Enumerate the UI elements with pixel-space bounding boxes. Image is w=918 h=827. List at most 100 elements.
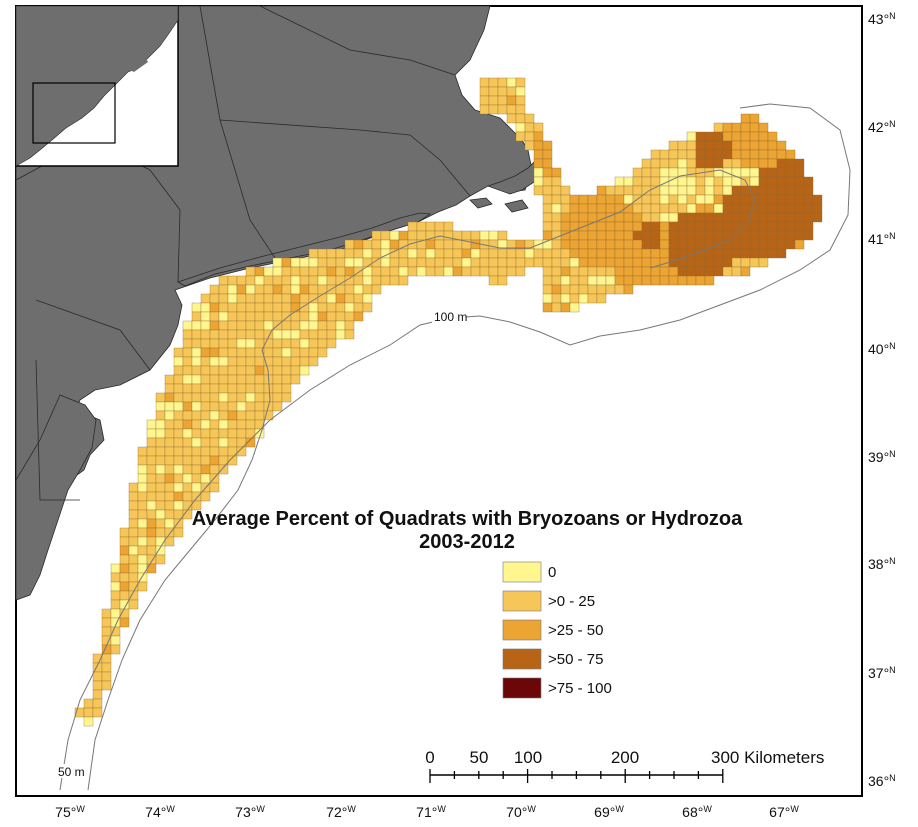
survey-cell xyxy=(767,131,778,142)
survey-cell xyxy=(533,131,544,142)
survey-cell xyxy=(389,257,400,268)
survey-cell xyxy=(749,176,760,187)
survey-cell xyxy=(731,131,742,142)
survey-cell xyxy=(686,203,697,214)
survey-cell xyxy=(659,185,670,196)
survey-cell xyxy=(110,608,121,619)
survey-cell xyxy=(749,257,760,268)
survey-cell xyxy=(542,212,553,223)
survey-cell xyxy=(200,320,211,331)
survey-cell xyxy=(686,176,697,187)
survey-cell xyxy=(605,275,616,286)
survey-cell xyxy=(362,302,373,313)
survey-cell xyxy=(641,176,652,187)
survey-cell xyxy=(704,275,715,286)
survey-cell xyxy=(191,338,202,349)
survey-cell xyxy=(263,275,274,286)
survey-cell xyxy=(245,284,256,295)
survey-cell xyxy=(632,212,643,223)
longitude-label: 67°W xyxy=(769,804,799,820)
survey-cell xyxy=(290,320,301,331)
survey-cell xyxy=(326,329,337,340)
survey-cell xyxy=(524,140,535,151)
survey-cell xyxy=(452,266,463,277)
survey-cell xyxy=(803,212,814,223)
survey-cell xyxy=(794,185,805,196)
survey-cell xyxy=(344,266,355,277)
survey-cell xyxy=(695,149,706,160)
survey-cell xyxy=(641,239,652,250)
survey-cell xyxy=(254,365,265,376)
survey-cell xyxy=(173,527,184,538)
survey-cell xyxy=(245,266,256,277)
survey-cell xyxy=(335,266,346,277)
survey-cell xyxy=(650,203,661,214)
survey-cell xyxy=(308,311,319,322)
survey-cell xyxy=(542,257,553,268)
survey-cell xyxy=(713,149,724,160)
survey-cell xyxy=(272,257,283,268)
survey-cell xyxy=(254,401,265,412)
survey-cell xyxy=(344,293,355,304)
survey-cell xyxy=(218,410,229,421)
survey-cell xyxy=(182,383,193,394)
survey-cell xyxy=(578,257,589,268)
survey-cell xyxy=(776,167,787,178)
survey-cell xyxy=(560,266,571,277)
survey-cell xyxy=(749,140,760,151)
survey-cell xyxy=(290,293,301,304)
survey-cell xyxy=(191,401,202,412)
survey-cell xyxy=(497,86,508,97)
survey-cell xyxy=(740,203,751,214)
survey-cell xyxy=(551,185,562,196)
survey-cell xyxy=(641,203,652,214)
survey-cell xyxy=(398,248,409,259)
survey-cell xyxy=(281,302,292,313)
survey-cell xyxy=(290,365,301,376)
survey-cell xyxy=(173,455,184,466)
survey-cell xyxy=(668,203,679,214)
survey-cell xyxy=(776,176,787,187)
survey-cell xyxy=(470,257,481,268)
survey-cell xyxy=(677,140,688,151)
survey-cell xyxy=(353,257,364,268)
survey-cell xyxy=(776,230,787,241)
survey-cell xyxy=(479,248,490,259)
survey-cell xyxy=(308,320,319,331)
survey-cell xyxy=(470,248,481,259)
survey-cell xyxy=(209,365,220,376)
survey-cell xyxy=(596,284,607,295)
survey-cell xyxy=(587,293,598,304)
survey-cell xyxy=(524,248,535,259)
survey-cell xyxy=(749,131,760,142)
survey-cell xyxy=(263,284,274,295)
survey-cell xyxy=(569,230,580,241)
survey-cell xyxy=(209,392,220,403)
survey-cell xyxy=(344,302,355,313)
legend-swatch xyxy=(502,590,542,612)
survey-cell xyxy=(767,149,778,160)
survey-cell xyxy=(659,212,670,223)
survey-cell xyxy=(254,338,265,349)
survey-cell xyxy=(182,482,193,493)
survey-cell xyxy=(506,95,517,106)
survey-cell xyxy=(101,617,112,628)
survey-cell xyxy=(596,257,607,268)
survey-cell xyxy=(371,284,382,295)
survey-cell xyxy=(164,437,175,448)
survey-cell xyxy=(218,374,229,385)
survey-cell xyxy=(641,158,652,169)
survey-cell xyxy=(704,158,715,169)
survey-cell xyxy=(632,203,643,214)
survey-cell xyxy=(623,230,634,241)
survey-cell xyxy=(227,293,238,304)
survey-cell xyxy=(200,491,211,502)
survey-cell xyxy=(254,410,265,421)
survey-cell xyxy=(245,338,256,349)
survey-cell xyxy=(389,248,400,259)
scale-bar-ticks xyxy=(429,769,724,783)
survey-cell xyxy=(587,257,598,268)
latitude-label: 41°N xyxy=(868,231,896,247)
survey-cell xyxy=(596,194,607,205)
survey-cell xyxy=(551,248,562,259)
